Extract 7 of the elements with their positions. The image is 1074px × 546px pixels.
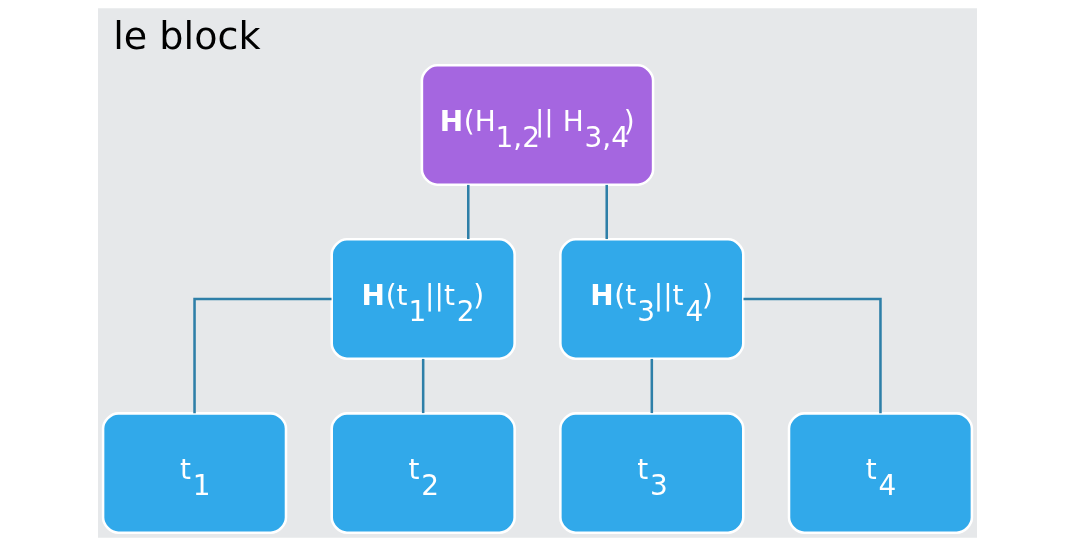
connector: [466, 184, 470, 240]
connector: [743, 297, 882, 414]
connector: [650, 358, 653, 414]
connector: [421, 358, 424, 414]
connector: [192, 297, 331, 414]
diagram-title: le block: [112, 13, 260, 58]
connector: [604, 184, 608, 240]
